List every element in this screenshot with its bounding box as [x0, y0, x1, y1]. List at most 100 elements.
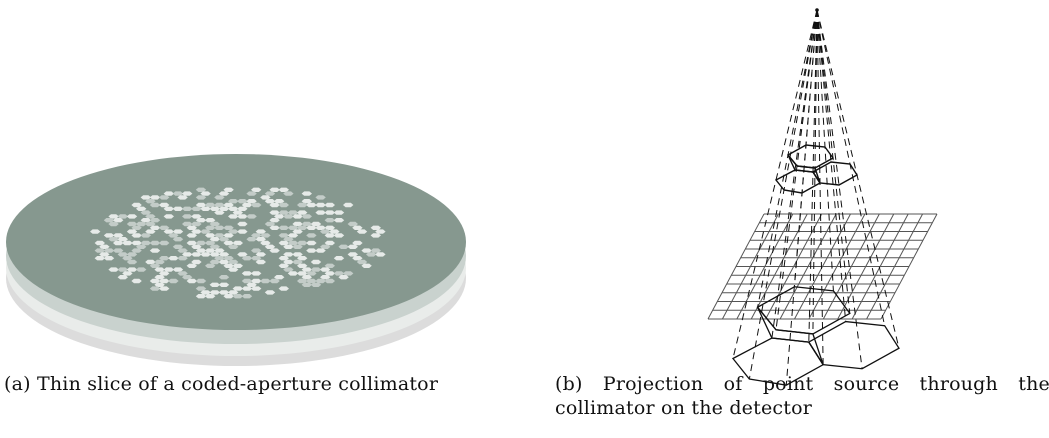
aperture-hole	[159, 195, 170, 200]
aperture-hole	[324, 225, 335, 230]
aperture-hole	[149, 195, 161, 200]
aperture-hole	[269, 225, 280, 230]
aperture-hole	[301, 221, 312, 227]
aperture-hole	[223, 240, 234, 246]
aperture-hole	[228, 290, 239, 295]
aperture-hole	[182, 275, 193, 280]
aperture-hole	[228, 199, 239, 204]
aperture-hole	[251, 248, 262, 253]
aperture-hole	[163, 214, 174, 219]
aperture-hole	[195, 294, 207, 299]
aperture-hole	[126, 267, 138, 272]
aperture-hole	[246, 191, 257, 196]
aperture-hole	[306, 225, 317, 230]
aperture-hole	[223, 187, 234, 192]
aperture-hole	[255, 237, 266, 242]
aperture-hole	[320, 267, 331, 272]
aperture-hole	[218, 252, 230, 257]
aperture-hole	[324, 263, 335, 268]
aperture-hole	[352, 256, 363, 261]
aperture-hole	[117, 275, 128, 280]
aperture-hole	[264, 199, 276, 204]
projection-ray	[816, 9, 900, 349]
aperture-hole	[159, 256, 170, 261]
aperture-hole	[177, 248, 188, 253]
aperture-hole	[145, 199, 156, 204]
aperture-hole	[154, 275, 165, 280]
aperture-hole	[306, 278, 317, 284]
aperture-hole	[306, 240, 317, 246]
aperture-hole	[131, 248, 142, 253]
aperture-hole	[232, 210, 243, 215]
aperture-hole	[315, 210, 326, 215]
aperture-hole	[172, 237, 184, 242]
aperture-hole	[232, 286, 243, 291]
aperture-hole	[191, 229, 202, 234]
aperture-hole	[191, 221, 202, 227]
aperture-hole	[228, 259, 239, 265]
aperture-hole	[251, 256, 262, 261]
aperture-hole	[103, 256, 115, 261]
aperture-hole	[375, 229, 386, 234]
aperture-hole	[283, 252, 294, 257]
aperture-hole	[223, 225, 234, 230]
aperture-hole	[191, 259, 202, 265]
aperture-hole	[214, 210, 225, 215]
aperture-hole	[177, 271, 188, 276]
aperture-hole	[251, 187, 262, 192]
aperture-hole	[168, 233, 179, 238]
aperture-hole	[200, 206, 211, 211]
aperture-hole	[278, 286, 289, 291]
aperture-hole	[145, 214, 156, 219]
detector-grid-line	[880, 213, 938, 320]
aperture-hole	[241, 278, 253, 284]
aperture-hole	[131, 278, 142, 284]
aperture-hole	[237, 206, 248, 211]
aperture-hole	[149, 240, 161, 246]
aperture-hole	[324, 218, 335, 223]
projection-ray	[816, 9, 851, 314]
aperture-hole	[113, 240, 124, 246]
aperture-hole	[94, 256, 105, 261]
aperture-hole	[218, 191, 230, 196]
aperture-hole	[182, 191, 193, 196]
aperture-hole	[301, 275, 312, 280]
aperture-hole	[94, 248, 105, 253]
aperture-hole	[200, 252, 211, 257]
aperture-hole	[191, 206, 202, 211]
projection-ray	[748, 9, 818, 380]
aperture-hole	[232, 294, 243, 299]
aperture-hole	[264, 221, 276, 227]
aperture-hole	[159, 240, 170, 246]
projection-ray	[816, 9, 886, 326]
aperture-hole	[255, 252, 266, 257]
aperture-hole	[301, 199, 312, 204]
aperture-hole	[195, 240, 207, 246]
aperture-hole	[333, 256, 345, 261]
aperture-hole	[292, 252, 303, 257]
aperture-hole	[283, 267, 294, 272]
aperture-hole	[269, 218, 280, 223]
aperture-hole	[205, 218, 216, 223]
aperture-hole	[347, 252, 358, 257]
collimator-cell	[787, 154, 821, 184]
aperture-hole	[172, 244, 184, 249]
aperture-hole	[214, 248, 225, 253]
aperture-hole	[103, 248, 115, 253]
aperture-hole	[269, 187, 280, 192]
aperture-hole	[149, 286, 161, 291]
aperture-hole	[108, 221, 119, 227]
aperture-hole	[186, 263, 197, 268]
caption-figure-b: (b) Projection of point source through t…	[555, 373, 1049, 419]
aperture-hole	[145, 259, 156, 265]
figure-b: (b) Projection of point source through t…	[540, 0, 1049, 438]
aperture-hole	[149, 218, 161, 223]
aperture-hole	[113, 248, 124, 253]
aperture-hole	[297, 271, 308, 276]
aperture-hole	[172, 206, 184, 211]
aperture-hole	[255, 259, 266, 265]
aperture-hole	[366, 252, 377, 257]
aperture-hole	[361, 263, 372, 268]
aperture-hole	[333, 210, 345, 215]
aperture-hole	[168, 278, 179, 284]
